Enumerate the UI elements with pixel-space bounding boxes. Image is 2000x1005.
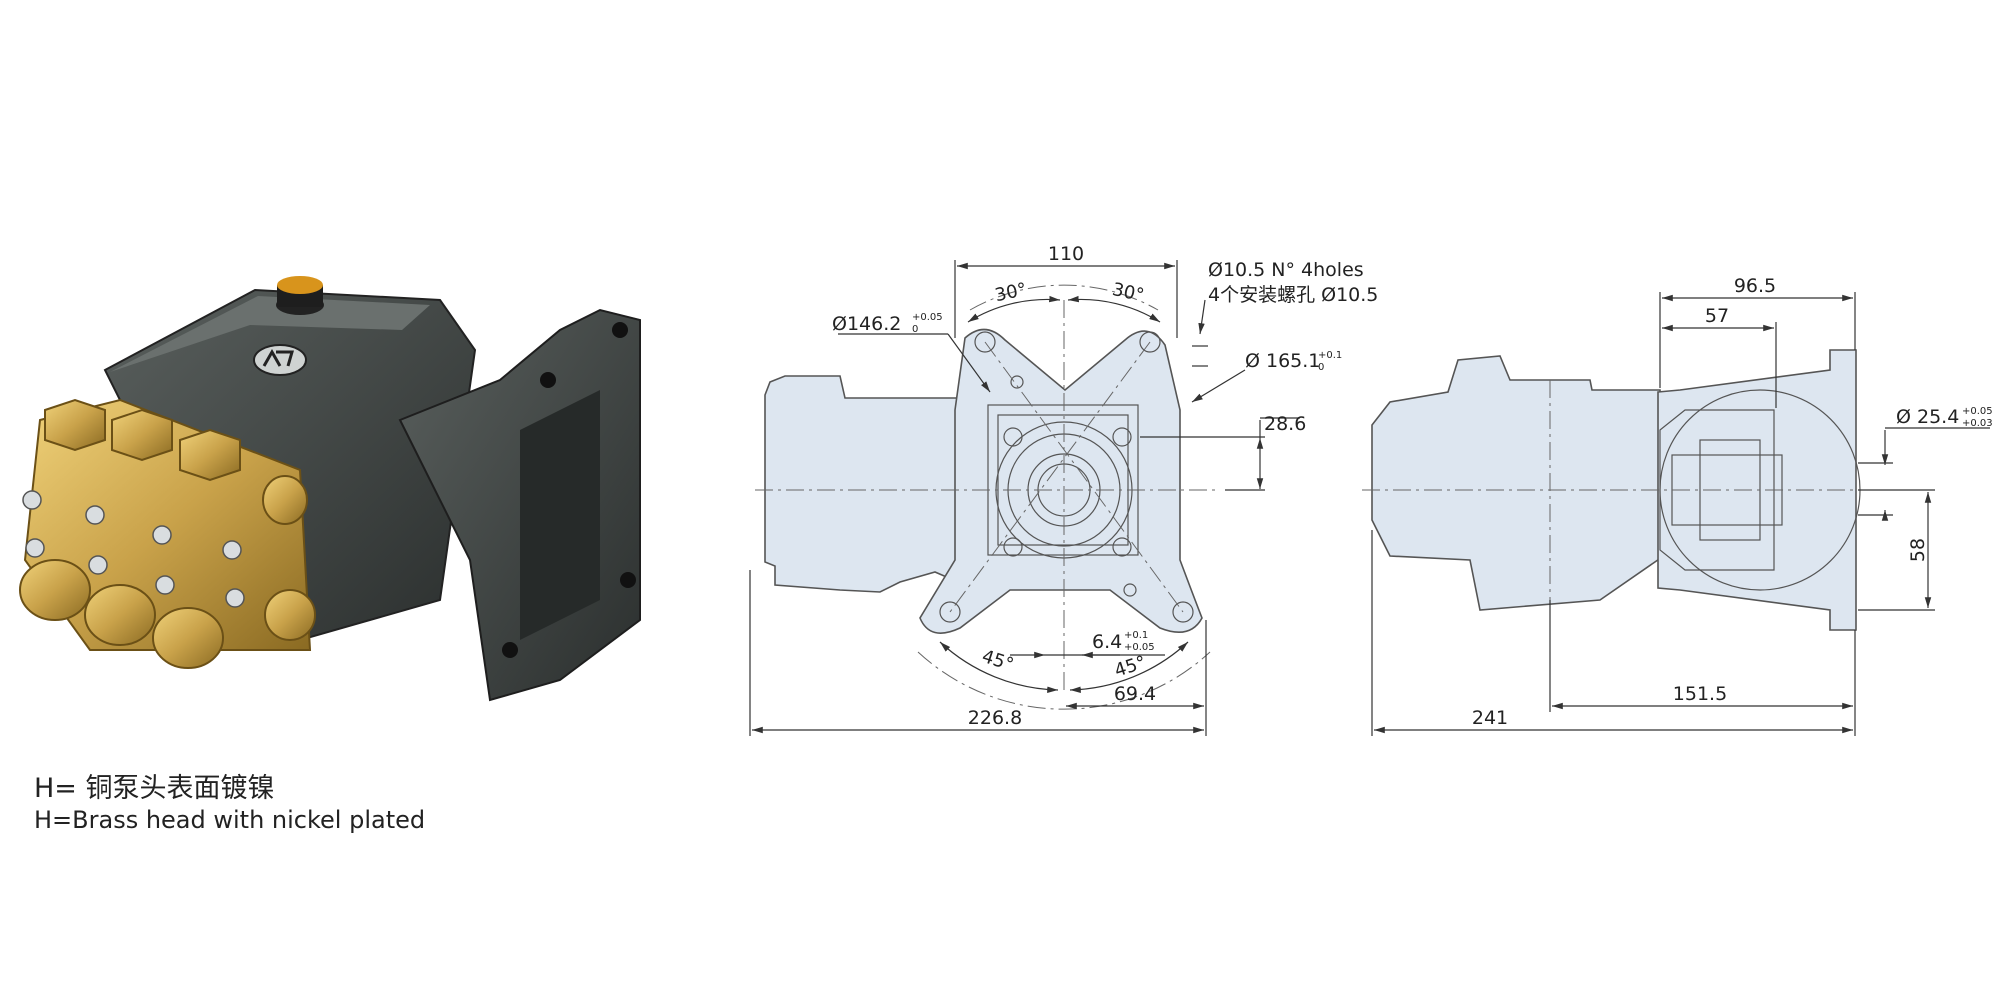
dim-6-4-tol-lower: +0.05 xyxy=(1124,642,1155,653)
dia-165-tol-lower: 0 xyxy=(1318,362,1324,373)
dim-110: 110 xyxy=(1048,243,1084,265)
side-view-labels: 96.5 57 Ø 25.4 +0.05 +0.03 58 151.5 241 xyxy=(1472,275,1993,729)
oil-cap-icon xyxy=(276,276,324,315)
ar-logo-icon xyxy=(253,344,307,376)
dia-146-tol-lower: 0 xyxy=(912,324,918,335)
dim-241: 241 xyxy=(1472,707,1508,729)
dim-69-4: 69.4 xyxy=(1114,683,1156,705)
dim-6-4-tol-upper: +0.1 xyxy=(1124,630,1148,641)
caption-chinese: H= 铜泵头表面镀镍 xyxy=(34,773,275,804)
dim-28-6: 28.6 xyxy=(1264,413,1306,435)
mounting-hole-icon xyxy=(939,331,1194,623)
dim-57: 57 xyxy=(1705,305,1729,327)
dim-226-8: 226.8 xyxy=(968,707,1022,729)
angle-30-left: 30° xyxy=(993,279,1029,306)
front-view-labels: 110 30° 30° Ø10.5 N° 4holes 4个安装螺孔 Ø10.5… xyxy=(832,243,1378,729)
pump-illustration xyxy=(19,276,641,702)
hole-spec-en: Ø10.5 N° 4holes xyxy=(1208,259,1364,281)
dia-165-label: Ø 165.1 xyxy=(1245,350,1320,372)
shaft-tol-upper: +0.05 xyxy=(1962,406,1993,417)
dia-165-tol-upper: +0.1 xyxy=(1318,350,1342,361)
dia-146-label: Ø146.2 xyxy=(832,313,901,335)
dim-151-5: 151.5 xyxy=(1673,683,1727,705)
shaft-tol-lower: +0.03 xyxy=(1962,418,1993,429)
front-view-drawing xyxy=(749,260,1300,736)
dim-6-4: 6.4 xyxy=(1092,631,1122,653)
caption-english: H=Brass head with nickel plated xyxy=(34,806,426,834)
side-view-drawing xyxy=(1362,292,1990,736)
dia-146-tol-upper: +0.05 xyxy=(912,312,943,323)
angle-30-right: 30° xyxy=(1110,279,1146,306)
shaft-dia-label: Ø 25.4 xyxy=(1896,406,1959,428)
dim-58: 58 xyxy=(1907,538,1929,562)
dim-96-5: 96.5 xyxy=(1734,275,1776,297)
angle-45-right: 45° xyxy=(1112,652,1149,682)
hole-spec-zh: 4个安装螺孔 Ø10.5 xyxy=(1208,284,1378,306)
brass-head-icon xyxy=(19,398,316,669)
angle-45-left: 45° xyxy=(979,646,1016,676)
